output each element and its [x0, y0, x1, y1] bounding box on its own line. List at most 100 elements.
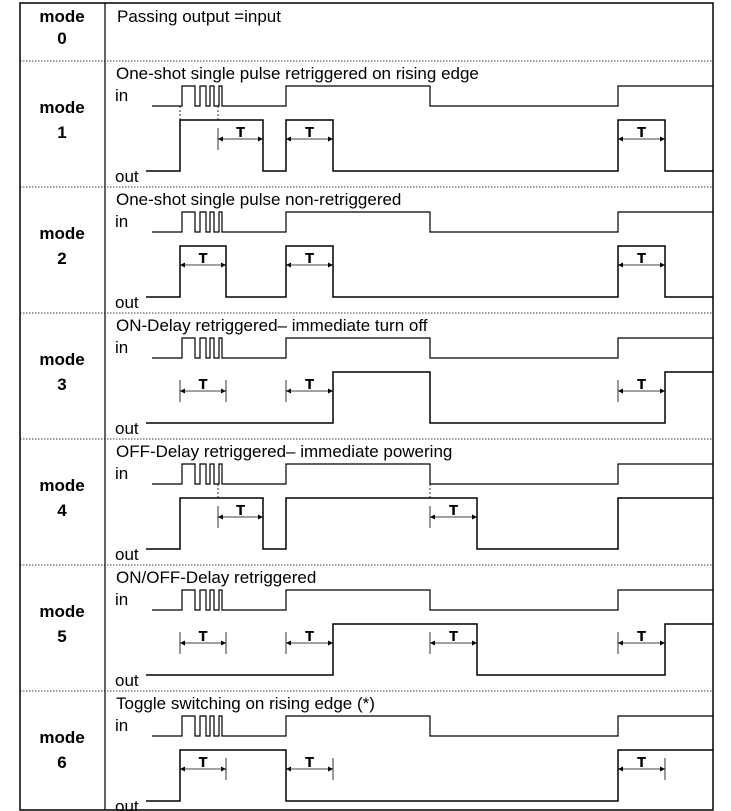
arrowhead-right: [328, 640, 333, 646]
arrowhead-left: [286, 262, 291, 268]
mode-number: 2: [57, 249, 66, 268]
mode-label: mode: [39, 728, 84, 747]
arrowhead-left: [286, 136, 291, 142]
delay-t-label: T: [449, 504, 458, 519]
delay-marker: T: [285, 126, 334, 150]
mode-label: mode: [39, 602, 84, 621]
table-border: [19, 2, 714, 811]
in-label: in: [115, 86, 128, 105]
arrowhead-right: [221, 640, 226, 646]
out-label: out: [115, 419, 139, 438]
delay-marker: T: [617, 756, 666, 780]
delay-t-label: T: [637, 630, 646, 645]
arrowhead-right: [660, 262, 665, 268]
output-waveform: [146, 119, 713, 172]
arrowhead-right: [221, 262, 226, 268]
arrowhead-left: [430, 514, 435, 520]
mode-label: mode: [39, 350, 84, 369]
delay-marker: T: [217, 126, 264, 150]
delay-marker: T: [285, 756, 334, 780]
delay-t-label: T: [199, 378, 208, 393]
in-label: in: [115, 464, 128, 483]
arrowhead-right: [660, 136, 665, 142]
input-waveform: [152, 337, 713, 359]
mode-number: 5: [57, 627, 66, 646]
arrowhead-right: [258, 136, 263, 142]
delay-t-label: T: [305, 378, 314, 393]
mode-label: mode: [39, 224, 84, 243]
arrowhead-right: [660, 640, 665, 646]
delay-marker: T: [617, 630, 666, 654]
arrowhead-left: [430, 640, 435, 646]
delay-t-label: T: [637, 378, 646, 393]
arrowhead-right: [221, 388, 226, 394]
mode-2-row: mode 2 One-shot single pulse non-retrigger…: [39, 190, 713, 312]
output-waveform: [146, 623, 713, 676]
mode-title: One-shot single pulse non-retriggered: [116, 190, 401, 209]
delay-t-label: T: [236, 126, 245, 141]
input-waveform: [152, 463, 713, 485]
arrowhead-left: [180, 262, 185, 268]
mode-title: OFF-Delay retriggered– immediate powerin…: [116, 442, 452, 461]
mode-1-row: mode 1 One-shot single pulse retriggered o…: [39, 64, 713, 186]
delay-t-label: T: [199, 630, 208, 645]
arrowhead-left: [618, 640, 623, 646]
mode-number: 6: [57, 753, 66, 772]
delay-t-label: T: [637, 126, 646, 141]
out-label: out: [115, 293, 139, 312]
in-label: in: [115, 590, 128, 609]
input-waveform: [152, 85, 713, 107]
input-waveform: [152, 715, 713, 737]
mode-title: ON/OFF-Delay retriggered: [116, 568, 316, 587]
delay-t-label: T: [236, 504, 245, 519]
out-label: out: [115, 167, 139, 186]
input-waveform: [152, 211, 713, 233]
arrowhead-right: [328, 388, 333, 394]
arrowhead-left: [618, 766, 623, 772]
arrowhead-left: [618, 388, 623, 394]
in-label: in: [115, 338, 128, 357]
arrowhead-right: [328, 766, 333, 772]
mode-title: One-shot single pulse retriggered on ris…: [116, 64, 479, 83]
delay-t-label: T: [305, 756, 314, 771]
delay-t-label: T: [637, 252, 646, 267]
delay-t-label: T: [305, 126, 314, 141]
arrowhead-left: [218, 136, 223, 142]
delay-t-label: T: [305, 252, 314, 267]
arrowhead-right: [328, 262, 333, 268]
output-waveform: [146, 371, 713, 424]
arrowhead-left: [180, 388, 185, 394]
arrowhead-right: [258, 514, 263, 520]
mode-0-number: 0: [57, 29, 66, 48]
out-label: out: [115, 545, 139, 564]
delay-marker: T: [179, 252, 227, 276]
delay-t-label: T: [305, 630, 314, 645]
input-waveform: [152, 589, 713, 611]
delay-marker: T: [179, 756, 227, 780]
mode-0-label: mode: [39, 7, 84, 26]
arrowhead-left: [618, 262, 623, 268]
arrowhead-right: [328, 136, 333, 142]
delay-marker: T: [617, 378, 666, 402]
delay-marker: T: [217, 504, 264, 528]
mode-number: 1: [57, 123, 66, 142]
delay-marker: T: [285, 252, 334, 276]
arrowhead-right: [472, 640, 477, 646]
mode-label: mode: [39, 98, 84, 117]
in-label: in: [115, 212, 128, 231]
arrowhead-right: [660, 766, 665, 772]
arrowhead-left: [286, 640, 291, 646]
arrowhead-left: [618, 136, 623, 142]
out-label: out: [115, 671, 139, 690]
mode-number: 4: [57, 501, 67, 520]
delay-marker: T: [285, 630, 334, 654]
out-label: out: [115, 797, 139, 811]
arrowhead-left: [286, 388, 291, 394]
delay-marker: T: [429, 504, 478, 528]
